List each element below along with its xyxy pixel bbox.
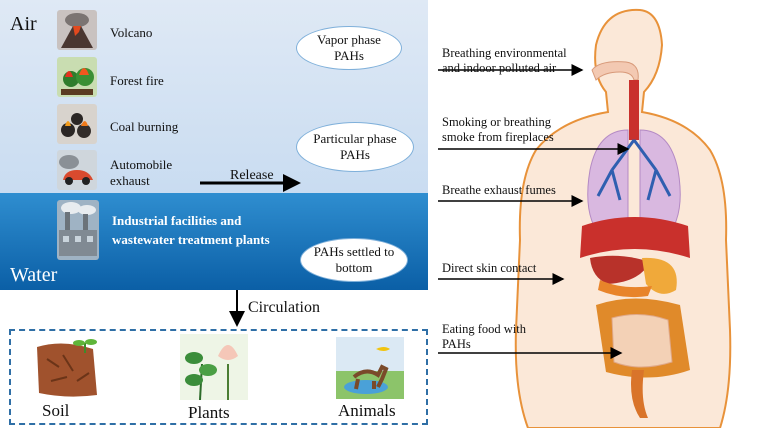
source-label-forest-fire: Forest fire — [110, 73, 164, 88]
settled-pahs-ellipse: PAHs settled to bottom — [300, 238, 408, 282]
route-label-breathing-air: Breathing environmental and indoor pollu… — [442, 46, 567, 75]
animals-label: Animals — [338, 401, 396, 420]
release-label: Release — [230, 168, 274, 183]
route-label-food: Eating food with PAHs — [442, 322, 527, 351]
route-label-skin: Direct skin contact — [442, 261, 537, 275]
air-label: Air — [10, 13, 37, 35]
route-label-smoking: Smoking or breathing smoke from fireplac… — [442, 115, 554, 144]
particular-phase-label: Particular phase PAHs — [313, 131, 397, 162]
factory-icon — [57, 200, 99, 260]
plants-icon — [180, 334, 248, 400]
route-label-exhaust: Breathe exhaust fumes — [442, 183, 556, 197]
liver — [590, 255, 650, 284]
vapor-phase-ellipse: Vapor phase PAHs — [296, 26, 402, 70]
soil-icon — [33, 337, 101, 399]
plants-label: Plants — [188, 403, 230, 422]
particular-phase-ellipse: Particular phase PAHs — [296, 122, 414, 172]
settled-pahs-label: PAHs settled to bottom — [313, 244, 395, 275]
forest-fire-icon — [57, 57, 97, 97]
rectum — [631, 370, 648, 418]
environment-box — [9, 329, 428, 425]
coal-burning-icon — [57, 104, 97, 144]
pancreas — [598, 280, 652, 298]
trachea — [629, 80, 639, 140]
car-exhaust-icon — [57, 150, 97, 190]
small-intestine — [611, 314, 673, 368]
water-label: Water — [10, 264, 58, 286]
circulation-label: Circulation — [248, 299, 320, 316]
soil-label: Soil — [42, 401, 70, 420]
stomach — [642, 257, 677, 294]
diaphragm — [580, 217, 690, 258]
source-label-automobile-exhaust: Automobile exhaust — [110, 157, 173, 188]
bronchi — [596, 139, 672, 201]
animals-icon — [336, 337, 404, 399]
source-label-industrial: Industrial facilities and wastewater tre… — [112, 213, 270, 247]
source-label-coal-burning: Coal burning — [110, 119, 179, 134]
vapor-phase-label: Vapor phase PAHs — [317, 32, 381, 63]
source-label-volcano: Volcano — [110, 25, 153, 40]
volcano-icon — [57, 10, 97, 50]
